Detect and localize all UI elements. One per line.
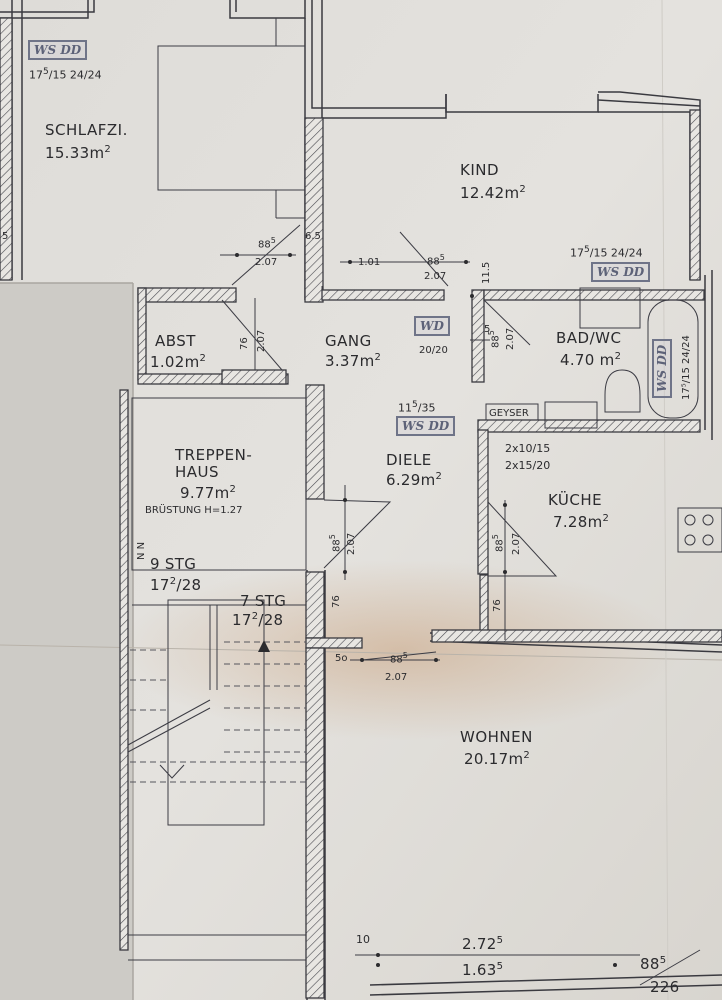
room-area-bad: 4.70 m2 — [560, 351, 622, 369]
interior-lines — [127, 18, 722, 961]
door-height-kind: 2.07 — [424, 271, 447, 282]
door-height-bad: 2.07 — [505, 327, 516, 350]
door-height-abst: 2.07 — [256, 329, 267, 352]
door-width-wohnen: 885 — [390, 651, 408, 666]
stairs-riser-7: 172/28 — [232, 611, 284, 629]
room-area-wohnen: 20.17m2 — [464, 750, 531, 768]
dim-885-bottom: 885 — [640, 955, 667, 973]
dim-sill-101: 1.01 — [358, 257, 381, 268]
door-height-schlafzi: 2.07 — [255, 257, 278, 268]
stamp-ws-dd-vertical: WS DD — [652, 338, 672, 398]
room-area-treppenhaus: 9.77m2 — [180, 484, 237, 502]
stamp-wd: WD — [414, 316, 450, 336]
room-area-schlafzi: 15.33m2 — [45, 144, 112, 162]
dim-10: 10 — [356, 933, 370, 946]
room-name-kueche: KÜCHE — [548, 491, 603, 509]
room-name-wohnen: WOHNEN — [460, 728, 533, 746]
hatched-walls — [0, 17, 722, 999]
stamp-ws-dd-diele: WS DD — [396, 416, 456, 436]
room-name-gang: GANG — [325, 332, 372, 350]
edge-dim-5: 5 — [2, 231, 9, 242]
room-area-kind: 12.42m2 — [460, 184, 527, 202]
room-name-bad: BAD/WC — [556, 329, 622, 347]
door-width-schlafzi: 885 — [258, 236, 276, 251]
paper-stain — [120, 560, 680, 740]
room-name-schlafzi: SCHLAFZI. — [45, 121, 128, 139]
north-marks: N N — [136, 541, 147, 560]
stairs-count-9: 9 STG — [150, 555, 197, 573]
stairs-count-7: 7 STG — [240, 592, 287, 610]
room-area-gang: 3.37m2 — [325, 352, 382, 370]
stair-cut-line — [159, 764, 185, 779]
room-area-abst: 1.02m2 — [150, 353, 207, 371]
door-width-abst: 76 — [239, 337, 250, 350]
dim-50: 5o — [335, 653, 348, 664]
door-height-kueche: 2.07 — [511, 532, 522, 555]
room-name-treppenhaus-2: HAUS — [175, 463, 220, 481]
dim-226: 226 — [650, 978, 680, 996]
paper-sheet-left-overlap — [0, 283, 133, 1000]
window-spec-kind: 175/15 24/24 — [570, 245, 643, 260]
dim-duct-2020: 20/20 — [419, 345, 448, 356]
dim-wall-76-treppe: 76 — [331, 595, 342, 608]
dim-wall-115: 11.5 — [481, 261, 492, 284]
room-name-treppenhaus-1: TREPPEN- — [175, 446, 253, 464]
label-bruestung: BRÜSTUNG H=1.27 — [145, 505, 243, 516]
room-name-abst: ABST — [155, 332, 196, 350]
window-spec-bad-vertical: 17⁵/15 24/24 — [681, 335, 692, 400]
room-area-diele: 6.29m2 — [386, 471, 443, 489]
stair-direction-arrow-icon — [258, 640, 270, 652]
stamp-ws-dd-bad: WS DD — [591, 262, 651, 282]
dim-1635: 1.635 — [462, 961, 504, 979]
door-width-treppe: 885 — [328, 534, 343, 552]
dim-wall-65: 6.5 — [305, 231, 321, 242]
door-width-kueche: 885 — [491, 534, 506, 552]
window-spec-top-left: 175/15 24/24 — [29, 67, 102, 82]
stairs-riser-9: 172/28 — [150, 576, 202, 594]
room-name-diele: DIELE — [386, 451, 432, 469]
dim-wall-5: 5 — [484, 324, 491, 335]
stamp-ws-dd-top-left: WS DD — [28, 40, 88, 60]
label-geyser: GEYSER — [489, 408, 529, 419]
room-name-kind: KIND — [460, 161, 500, 179]
dimension-ticks — [235, 253, 617, 967]
door-height-treppe: 2.07 — [346, 532, 357, 555]
kitchen-vent-spec-1: 2x10/15 — [505, 442, 551, 455]
dim-diele-opening: 115/35 — [398, 400, 436, 415]
kitchen-vent-spec-2: 2x15/20 — [505, 459, 551, 472]
room-area-kueche: 7.28m2 — [553, 513, 610, 531]
dim-wall-76-kueche: 76 — [492, 599, 503, 612]
dim-2725: 2.725 — [462, 935, 504, 953]
door-height-wohnen: 2.07 — [385, 672, 408, 683]
door-width-kind: 885 — [427, 253, 445, 268]
